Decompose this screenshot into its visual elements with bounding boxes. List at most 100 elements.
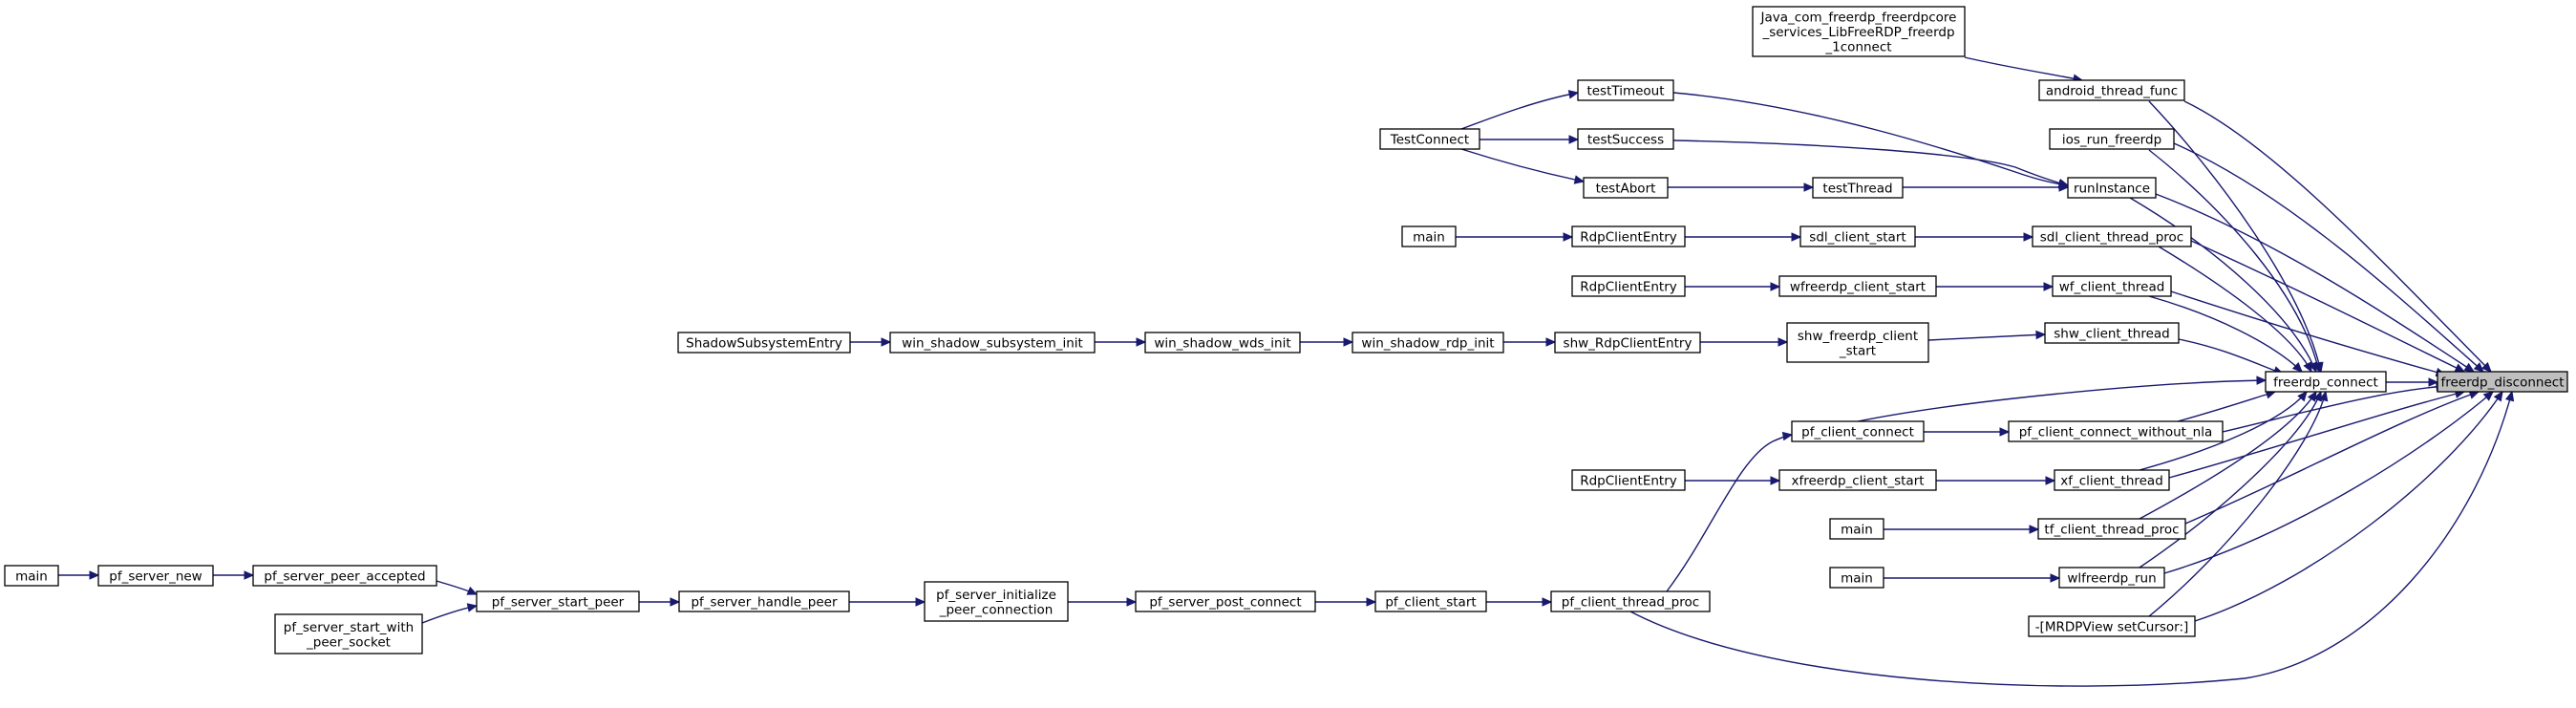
arrowhead-icon: [2045, 476, 2056, 485]
node-shw-freerdp-client-start[interactable]: shw_freerdp_client_start: [1786, 322, 1929, 363]
arrowhead-icon: [1573, 175, 1586, 184]
node-pf-server-post-connect[interactable]: pf_server_post_connect: [1135, 590, 1316, 612]
node-label: testThread: [1822, 182, 1892, 197]
node-pf-server-start-with-peer-socket[interactable]: pf_server_start_with_peer_socket: [274, 613, 423, 654]
node-ios-run-freerdp[interactable]: ios_run_freerdp: [2049, 128, 2175, 150]
arrowhead-icon: [915, 597, 926, 607]
call-edge-pf_server_start_peer-to-pf_server_handle_peer: [639, 597, 681, 607]
node-wlfreerdp-run[interactable]: wlfreerdp_run: [2058, 567, 2165, 589]
call-edge-win_shadow_rdp_init-to-shw_RdpClientEntry: [1503, 337, 1557, 347]
call-edge-sdl_client_thread_proc-to-freerdp_connect: [2158, 246, 2312, 374]
node-label: sdl_client_thread_proc: [2040, 230, 2183, 246]
node-label: pf_client_thread_proc: [1562, 595, 1699, 611]
call-edge-pf_client_connect-to-pf_client_connect_without_nla: [1924, 427, 2011, 437]
node-main-tf[interactable]: main: [1829, 518, 1884, 540]
node-pf-server-new[interactable]: pf_server_new: [97, 565, 214, 587]
node-wf-client-thread[interactable]: wf_client_thread: [2052, 275, 2172, 297]
node-testabort[interactable]: testAbort: [1583, 177, 1669, 199]
node-sdl-client-start[interactable]: sdl_client_start: [1799, 225, 1916, 247]
node-freerdp-disconnect[interactable]: freerdp_disconnect: [2437, 371, 2568, 393]
call-edge-main_sdl-to-RdpClientEntry_sdl: [1456, 232, 1574, 242]
node-tf-client-thread-proc[interactable]: tf_client_thread_proc: [2037, 518, 2186, 540]
call-edge-sdl_client_start-to-sdl_client_thread_proc: [1915, 232, 2034, 242]
call-edge-pf_client_thread_proc-to-pf_client_connect: [1666, 431, 1794, 592]
node-label: _peer_socket: [306, 634, 391, 650]
arrowhead-icon: [2256, 375, 2267, 385]
node-rdpcliententry-wf[interactable]: RdpClientEntry: [1571, 275, 1686, 297]
arrowhead-icon: [2029, 525, 2040, 534]
call-edge-win_shadow_subsystem_init-to-win_shadow_wds_init: [1095, 337, 1147, 347]
node-pf-client-connect-without-nla[interactable]: pf_client_connect_without_nla: [2008, 420, 2224, 442]
call-edge-android_thread_func-to-freerdp_disconnect: [2183, 100, 2492, 373]
node-android-thread-func[interactable]: android_thread_func: [2038, 79, 2185, 101]
node-xf-client-thread[interactable]: xf_client_thread: [2054, 469, 2170, 491]
node-win-shadow-wds-init[interactable]: win_shadow_wds_init: [1144, 332, 1301, 354]
node-label: pf_client_connect: [1801, 425, 1914, 440]
arrowhead-icon: [1542, 597, 1553, 607]
call-edge-ShadowSubsystemEntry-to-win_shadow_subsystem_init: [850, 337, 892, 347]
node-pf-client-start[interactable]: pf_client_start: [1374, 590, 1487, 612]
node-pf-client-thread-proc[interactable]: pf_client_thread_proc: [1550, 590, 1711, 612]
node-java-connect[interactable]: Java_com_freerdp_freerdpcore_services_Li…: [1752, 6, 1966, 57]
call-edge-xfreerdp_client_start-to-xf_client_thread: [1936, 476, 2056, 485]
node-testconnect[interactable]: TestConnect: [1379, 128, 1480, 150]
node-shw-rdpcliententry[interactable]: shw_RdpClientEntry: [1554, 332, 1701, 354]
node-win-shadow-subsystem-init[interactable]: win_shadow_subsystem_init: [889, 332, 1096, 354]
arrowhead-icon: [1366, 597, 1377, 607]
arrowhead-icon: [2023, 232, 2034, 242]
arrowhead-icon: [670, 597, 681, 607]
node-label: win_shadow_wds_init: [1154, 336, 1290, 352]
node-sdl-client-thread-proc[interactable]: sdl_client_thread_proc: [2032, 225, 2192, 247]
node-testthread[interactable]: testThread: [1812, 177, 1904, 199]
call-edge-pf_client_thread_proc-to-freerdp_disconnect: [1629, 390, 2515, 687]
call-edge-pf_server_peer_accepted-to-pf_server_start_peer: [436, 580, 479, 595]
arrowhead-icon: [2043, 282, 2054, 291]
node-label: shw_RdpClientEntry: [1564, 336, 1692, 352]
node-pf-server-initialize-peer-connection[interactable]: pf_server_initialize_peer_connection: [924, 581, 1069, 622]
node-label: runInstance: [2074, 182, 2150, 197]
call-edge-wf_client_thread-to-freerdp_connect: [2148, 295, 2303, 373]
node-label: RdpClientEntry: [1580, 474, 1677, 489]
node-label: _peer_connection: [939, 602, 1054, 617]
node-runinstance[interactable]: runInstance: [2067, 177, 2157, 199]
call-edge-main_wl-to-wlfreerdp_run: [1884, 573, 2061, 583]
node-label: wfreerdp_client_start: [1790, 280, 1926, 295]
node-label: pf_server_post_connect: [1149, 595, 1301, 611]
node-testtimeout[interactable]: testTimeout: [1577, 79, 1674, 101]
node-rdpcliententry-xf[interactable]: RdpClientEntry: [1571, 469, 1686, 491]
node-shw-client-thread[interactable]: shw_client_thread: [2044, 322, 2180, 344]
node-label: pf_server_start_peer: [492, 595, 625, 611]
node-label: win_shadow_subsystem_init: [902, 336, 1083, 352]
arrowhead-icon: [2463, 362, 2476, 373]
call-edge-wfreerdp_client_start-to-wf_client_thread: [1936, 282, 2054, 291]
arrowhead-icon: [466, 603, 479, 612]
node-testsuccess[interactable]: testSuccess: [1577, 128, 1674, 150]
node-mrdpview-setcursor[interactable]: -[MRDPView setCursor:]: [2028, 615, 2196, 637]
node-pf-server-start-peer[interactable]: pf_server_start_peer: [476, 590, 640, 612]
node-label: main: [1841, 571, 1873, 587]
node-label: testSuccess: [1587, 133, 1664, 148]
arrowhead-icon: [1770, 282, 1781, 291]
node-main-pf[interactable]: main: [4, 565, 59, 587]
node-shadowsubsystementry[interactable]: ShadowSubsystemEntry: [677, 332, 851, 354]
node-freerdp-connect[interactable]: freerdp_connect: [2265, 371, 2387, 393]
call-edge-tf_client_thread_proc-to-freerdp_disconnect: [2184, 390, 2480, 525]
node-rdpcliententry-sdl[interactable]: RdpClientEntry: [1571, 225, 1686, 247]
node-pf-server-peer-accepted[interactable]: pf_server_peer_accepted: [252, 565, 437, 587]
call-nodes: freerdp_disconnect freerdp_connect Java_co…: [4, 6, 2568, 654]
node-main-sdl[interactable]: main: [1401, 225, 1457, 247]
node-main-wl[interactable]: main: [1829, 567, 1884, 589]
node-wfreerdp-client-start[interactable]: wfreerdp_client_start: [1778, 275, 1937, 297]
node-label: _start: [1839, 343, 1876, 358]
node-label: wlfreerdp_run: [2067, 571, 2156, 587]
arrowhead-icon: [1568, 135, 1580, 144]
node-xfreerdp-client-start[interactable]: xfreerdp_client_start: [1778, 469, 1937, 491]
node-pf-client-connect[interactable]: pf_client_connect: [1791, 420, 1925, 442]
call-edge-RdpClientEntry_sdl-to-sdl_client_start: [1685, 232, 1802, 242]
node-win-shadow-rdp-init[interactable]: win_shadow_rdp_init: [1352, 332, 1504, 354]
arrowhead-icon: [2313, 390, 2322, 402]
call-edge-pf_server_new-to-pf_server_peer_accepted: [213, 570, 255, 580]
call-edge-wlfreerdp_run-to-freerdp_connect: [2139, 390, 2322, 569]
node-label: RdpClientEntry: [1580, 280, 1677, 295]
node-pf-server-handle-peer[interactable]: pf_server_handle_peer: [678, 590, 850, 612]
